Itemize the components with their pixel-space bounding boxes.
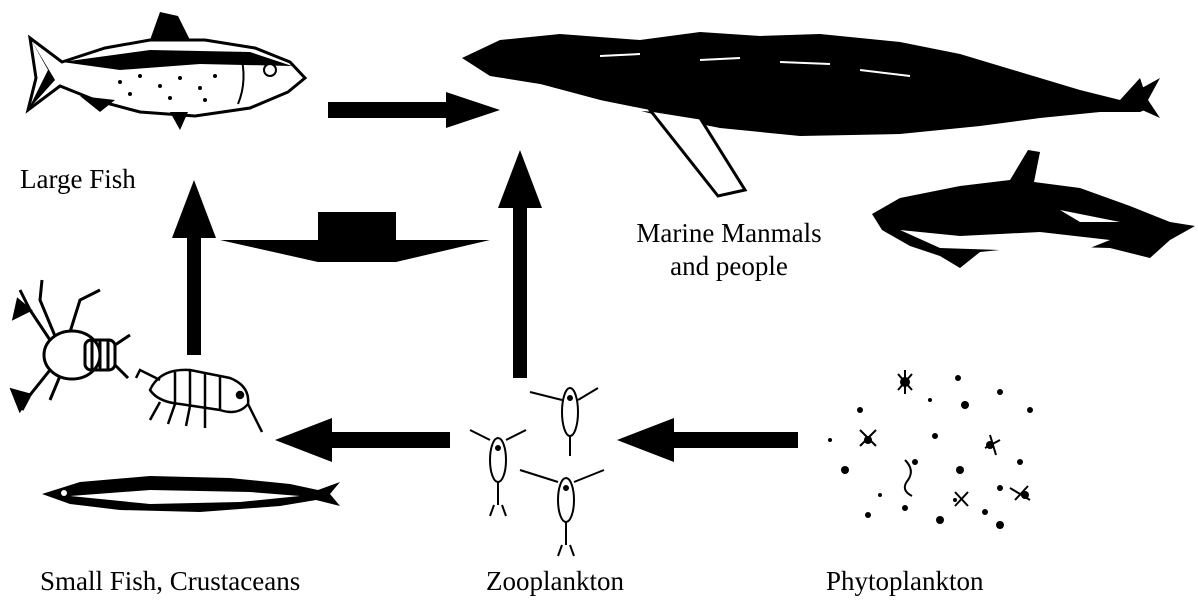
label-small-fish-crustaceans: Small Fish, Crustaceans — [40, 568, 300, 595]
arrow-zooplankton-to-small-fish — [275, 418, 450, 462]
arrow-large-fish-to-marine-mammals — [328, 92, 500, 128]
shrimp-icon — [136, 370, 262, 432]
lobster-icon — [12, 280, 130, 410]
sand-eel-icon — [42, 476, 340, 512]
dolphin-icon — [872, 150, 1195, 268]
label-marine-line2: and people — [604, 253, 854, 280]
label-marine-mammals: Marine Manmals and people — [604, 220, 854, 280]
label-phytoplankton: Phytoplankton — [826, 568, 984, 595]
phytoplankton-icon — [828, 370, 1033, 529]
humpback-whale-icon — [462, 32, 1160, 196]
arrow-small-fish-to-large-fish — [172, 180, 216, 355]
herring-icon — [28, 12, 305, 130]
label-marine-line1: Marine Manmals — [604, 220, 854, 247]
arrow-zooplankton-to-marine-mammals — [498, 150, 542, 378]
label-zooplankton: Zooplankton — [486, 568, 624, 595]
label-large-fish: Large Fish — [20, 166, 136, 193]
copepod-icon — [470, 388, 604, 556]
arrow-zooplankton-to-large-fish — [220, 212, 490, 262]
arrow-phytoplankton-to-zooplankton — [617, 418, 798, 462]
